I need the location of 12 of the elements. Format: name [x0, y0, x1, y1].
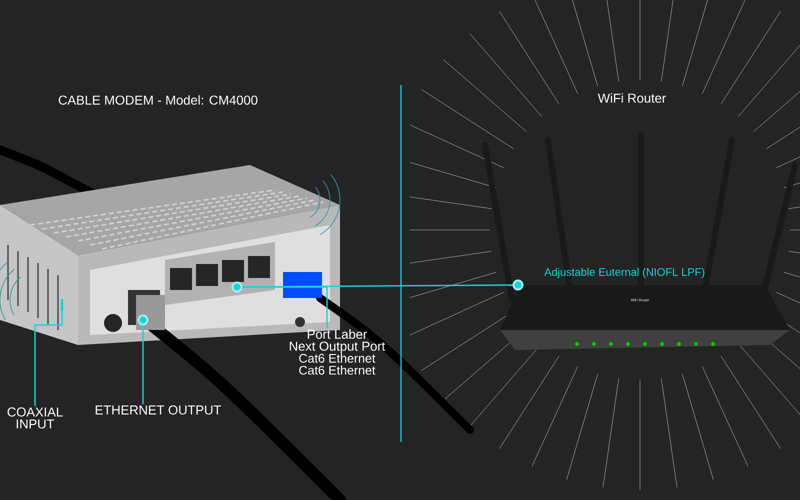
heading: CABLE MODEM - Model: CM4000 [58, 95, 258, 105]
marker-tick [60, 299, 64, 311]
marker-dot [232, 282, 242, 292]
callout-text: COAXIAL INPUT [8, 407, 63, 429]
leader-line [34, 311, 63, 406]
leader-line [242, 284, 513, 288]
marker-dot [138, 314, 148, 326]
callout-text: Adjustable Euternal (NIOFL LPF) [544, 268, 704, 278]
leader-line [142, 325, 144, 404]
callout-text: Port Laber Next Output Port Cat6 Ethernet Cat6 Ethernet [290, 329, 386, 375]
heading: WiFi Router [598, 93, 666, 103]
callout-text: ETHERNET OUTPUT [96, 405, 221, 415]
